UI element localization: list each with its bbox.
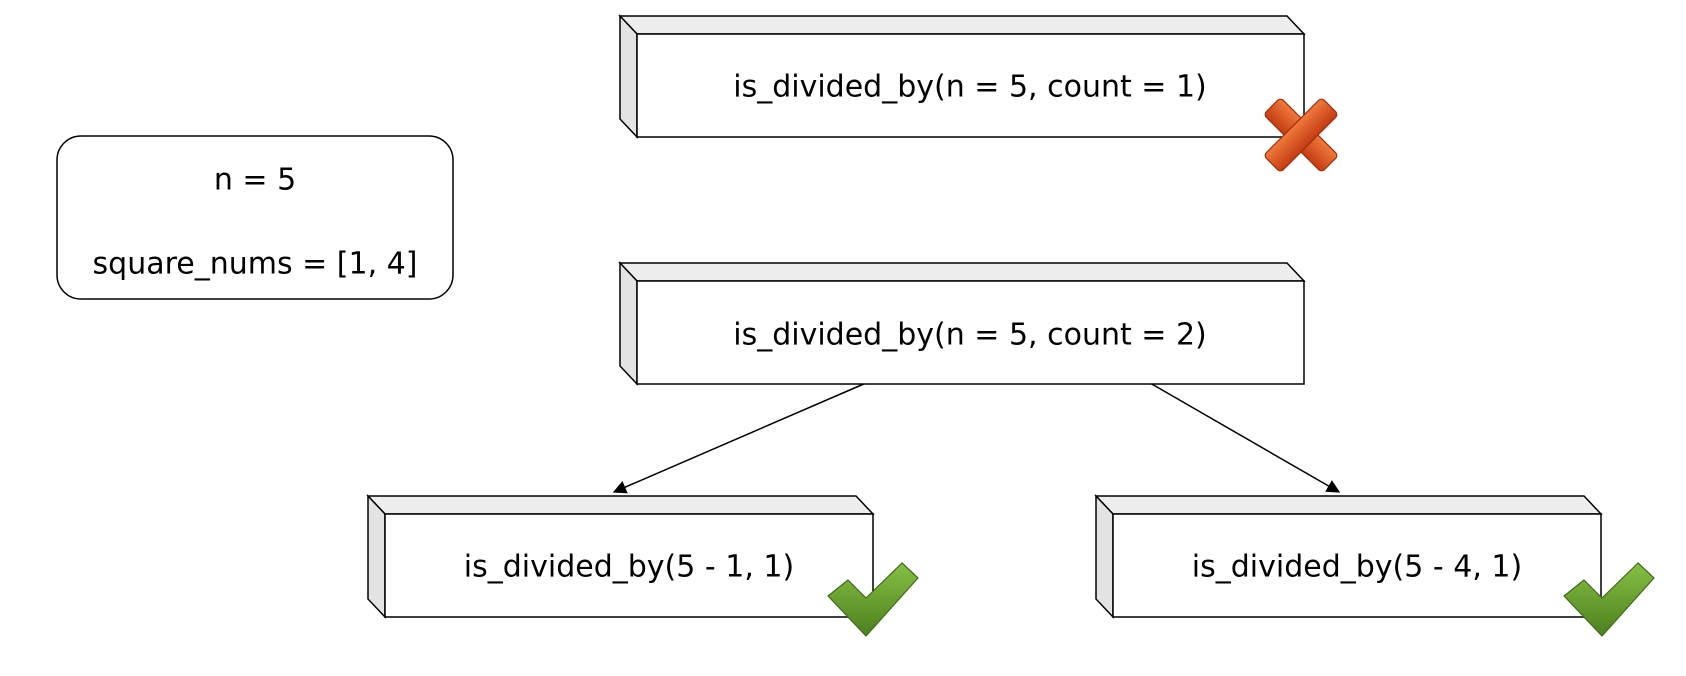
call-box-left: is_divided_by(5 - 1, 1): [366, 494, 875, 619]
edge-middle-to-right: [1149, 382, 1341, 493]
call-label-middle: is_divided_by(n = 5, count = 2): [733, 318, 1207, 353]
square-nums-label: square_nums = [1, 4]: [93, 247, 418, 282]
call-box-middle: is_divided_by(n = 5, count = 2): [618, 261, 1306, 386]
n-value-label: n = 5: [214, 163, 296, 198]
cross-icon: [1264, 98, 1338, 172]
call-label-right: is_divided_by(5 - 4, 1): [1192, 550, 1522, 585]
call-label-top: is_divided_by(n = 5, count = 1): [733, 70, 1207, 105]
checkmark-icon: [1563, 562, 1655, 637]
state-box: n = 5 square_nums = [1, 4]: [56, 135, 454, 300]
call-box-right: is_divided_by(5 - 4, 1): [1094, 494, 1603, 619]
edge-middle-to-left: [612, 382, 867, 494]
checkmark-icon: [827, 562, 919, 637]
call-box-top: is_divided_by(n = 5, count = 1): [618, 14, 1306, 139]
call-label-left: is_divided_by(5 - 1, 1): [464, 550, 794, 585]
